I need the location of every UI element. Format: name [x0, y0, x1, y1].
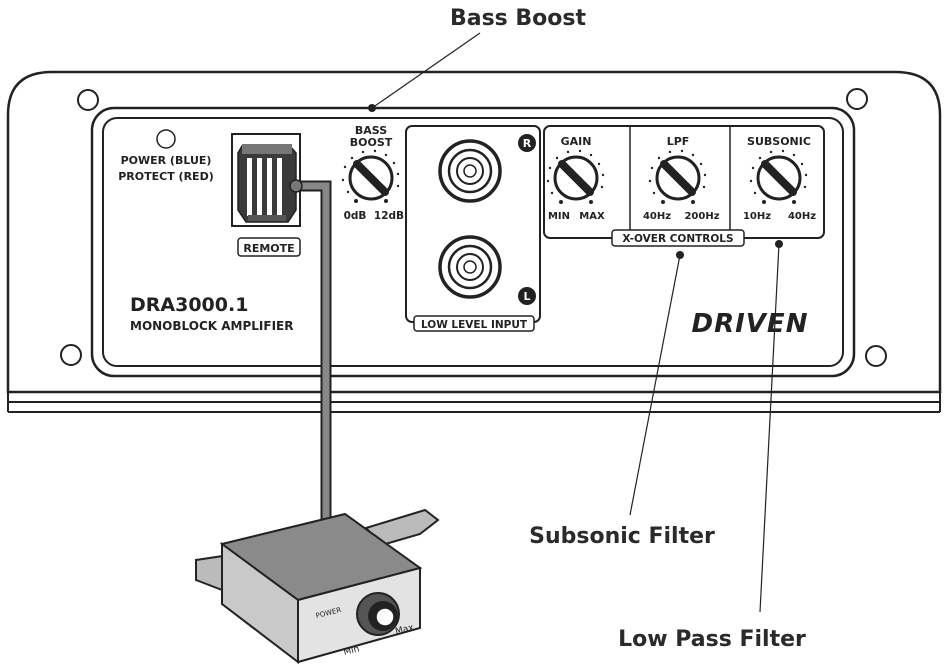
power-led-icon — [156, 129, 176, 149]
lpf-max-label: 200Hz — [684, 211, 719, 222]
lpf-callout-dot — [775, 240, 783, 248]
remote-port — [231, 133, 301, 227]
mounting-hole-bottom-right — [865, 345, 887, 367]
bass-boost-title-line1: BASS — [355, 124, 387, 137]
right-channel-badge — [518, 134, 536, 152]
model-name: DRA3000.1 — [130, 294, 248, 316]
rca-input-left[interactable] — [438, 235, 502, 299]
bass-boost-max-label: 12dB — [374, 210, 404, 222]
left-channel-badge — [518, 287, 536, 305]
left-channel-label: L — [523, 290, 530, 303]
subsonic-min-label: 10Hz — [743, 211, 771, 222]
lpf-min-label: 40Hz — [643, 211, 671, 222]
remote-max-label: Max — [394, 623, 415, 637]
subsonic-max-label: 40Hz — [788, 211, 816, 222]
bass-boost-callout: Bass Boost — [450, 6, 587, 31]
brand-logo: DRIVEN — [692, 309, 809, 339]
xover-controls-label: X-OVER CONTROLS — [622, 233, 733, 245]
remote-cable — [289, 179, 332, 520]
led-label-protect: PROTECT (RED) — [118, 170, 213, 183]
bass-boost-callout-dot — [368, 104, 376, 112]
right-channel-label: R — [523, 137, 532, 150]
bass-boost-min-label: 0dB — [344, 210, 367, 222]
subsonic-callout-dot — [676, 251, 684, 259]
lpf-callout-line — [759, 243, 780, 613]
model-subtitle: MONOBLOCK AMPLIFIER — [130, 319, 293, 333]
remote-label-box — [237, 237, 301, 257]
subsonic-title: SUBSONIC — [747, 135, 811, 148]
gain-title: GAIN — [561, 135, 592, 148]
gain-max-label: MAX — [579, 211, 605, 222]
low-level-input-label: LOW LEVEL INPUT — [421, 319, 528, 331]
bass-boost-callout-line — [371, 32, 481, 109]
mounting-hole-top-right — [846, 88, 868, 110]
remote-label: REMOTE — [243, 242, 294, 255]
xover-label-box — [611, 229, 745, 247]
rca-input-right[interactable] — [438, 139, 502, 203]
low-pass-filter-callout: Low Pass Filter — [618, 627, 806, 652]
gain-min-label: MIN — [548, 211, 570, 222]
bass-boost-title-line2: BOOST — [350, 136, 393, 149]
remote-level-controller — [195, 508, 440, 665]
lpf-title: LPF — [667, 135, 690, 148]
remote-min-label: Min — [343, 644, 361, 658]
subsonic-knob[interactable] — [749, 149, 808, 204]
mounting-hole-top-left — [77, 89, 99, 111]
gain-knob[interactable] — [546, 149, 605, 204]
remote-level-knob[interactable] — [356, 592, 400, 636]
bass-boost-knob[interactable] — [341, 149, 400, 203]
input-label-box — [413, 315, 535, 332]
subsonic-filter-callout: Subsonic Filter — [529, 524, 715, 549]
led-label-power: POWER (BLUE) — [121, 154, 212, 167]
mounting-hole-bottom-left — [60, 344, 82, 366]
lpf-knob[interactable] — [648, 149, 707, 204]
subsonic-callout-line — [629, 254, 681, 516]
